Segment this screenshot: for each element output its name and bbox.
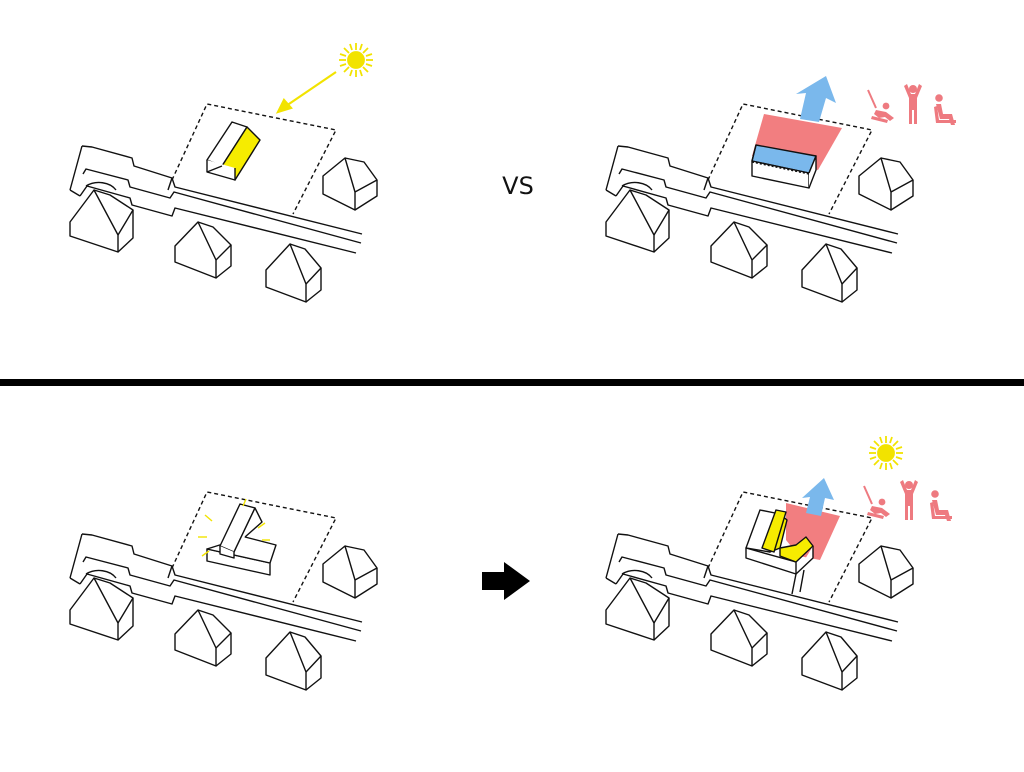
sun-icon (868, 435, 904, 471)
panel-bottom-right (605, 435, 953, 691)
panel-divider (0, 379, 1024, 386)
low-block (751, 144, 817, 189)
people-icons (867, 83, 957, 126)
elongated-block (206, 121, 261, 181)
panel-top-right (605, 76, 957, 303)
glow-rays (198, 498, 270, 557)
versus-label: VS (502, 172, 534, 200)
panel-top-left (69, 42, 378, 303)
up-arrow (802, 478, 834, 516)
site-context (69, 491, 378, 691)
sun-icon (338, 42, 374, 78)
t-shaped-block (206, 503, 277, 576)
sunlight-arrow (275, 71, 337, 114)
up-arrow (796, 76, 836, 122)
right-arrow-icon (482, 562, 530, 600)
people-icons (863, 479, 953, 522)
folded-block (745, 509, 814, 595)
panel-bottom-left (69, 491, 378, 691)
